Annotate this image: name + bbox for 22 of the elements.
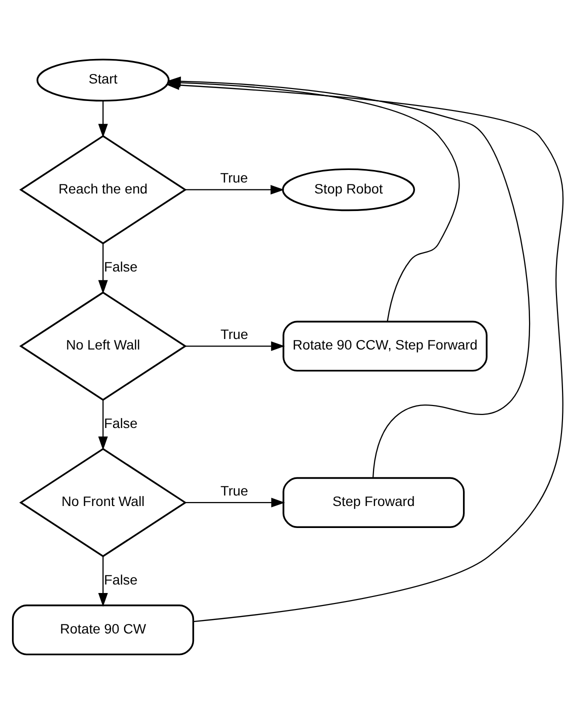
arrow (98, 100, 108, 138)
edge-label: True (220, 482, 248, 498)
node-diamond: No Left Wall (19, 290, 187, 400)
arrow (166, 80, 564, 622)
edge-label: False (104, 415, 138, 430)
node-box: Step Froward (282, 476, 465, 528)
edge-label: False (104, 572, 138, 587)
node-box: Rotate 90 CW (12, 604, 194, 655)
node-box: Rotate 90 CCW, Step Forward (282, 320, 488, 372)
arrow (98, 399, 108, 450)
arrow (98, 242, 108, 294)
edge-label: True (220, 326, 248, 342)
arrow (98, 556, 108, 606)
edge-label: True (220, 170, 248, 185)
edge-label: False (104, 258, 138, 274)
node-ellipse: Start (36, 58, 170, 102)
arrow (185, 184, 284, 194)
node-diamond: Reach the end (19, 134, 187, 244)
node-ellipse: Stop Robot (282, 168, 416, 211)
arrow (185, 497, 285, 507)
node-diamond: No Front Wall (19, 447, 187, 557)
arrow (185, 340, 285, 350)
